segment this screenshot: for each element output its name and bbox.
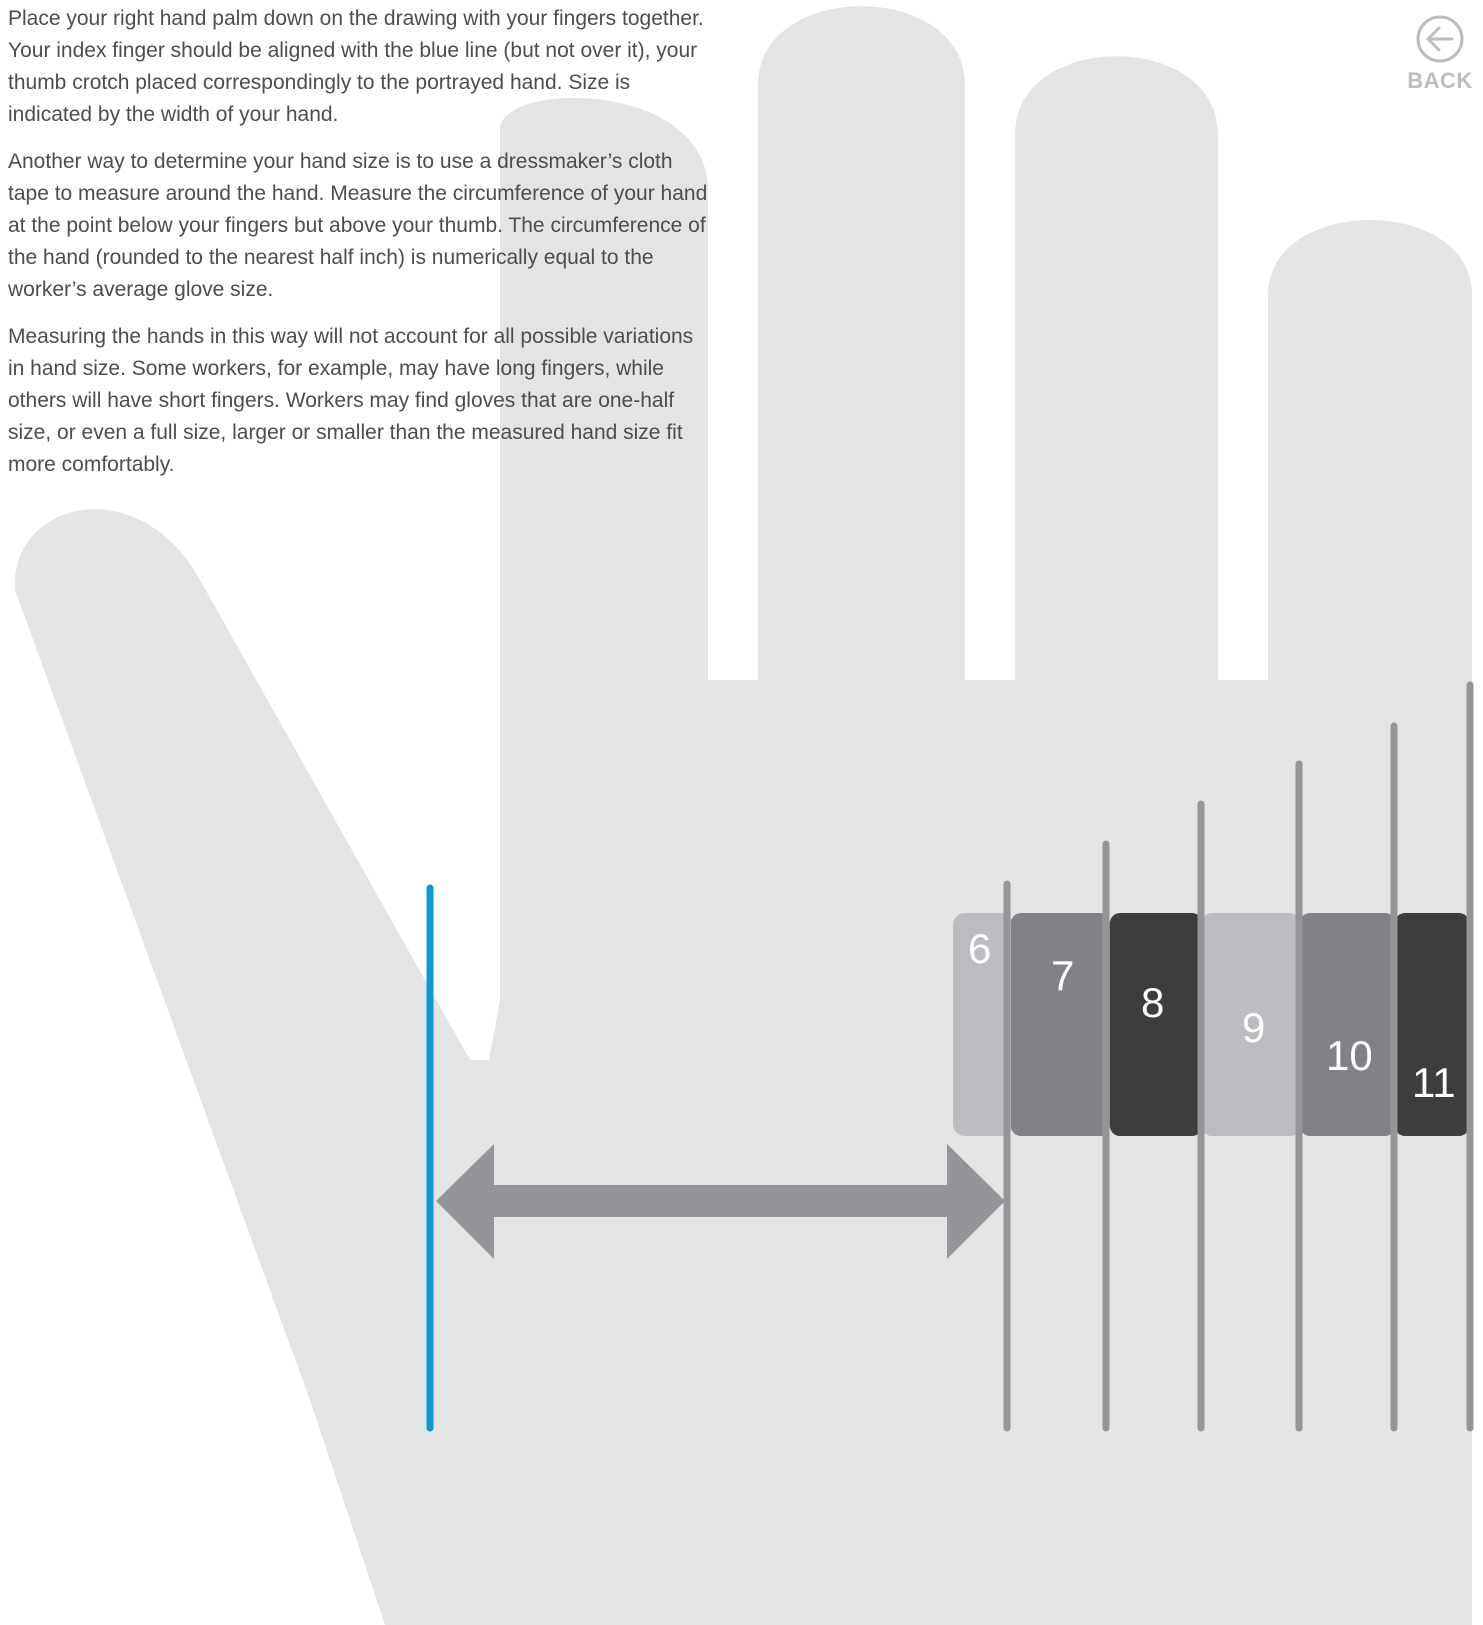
size-label-7: 7 bbox=[1051, 952, 1074, 999]
arrow-left-circle-icon bbox=[1415, 14, 1465, 64]
size-label-11: 11 bbox=[1412, 1059, 1456, 1106]
instructions-paragraph-2: Another way to determine your hand size … bbox=[8, 146, 708, 306]
size-block-7 bbox=[1011, 913, 1110, 1136]
instructions-paragraph-3: Measuring the hands in this way will not… bbox=[8, 321, 708, 481]
size-label-6: 6 bbox=[968, 925, 991, 972]
instructions-paragraph-1: Place your right hand palm down on the d… bbox=[8, 3, 708, 131]
back-button[interactable]: BACK bbox=[1400, 14, 1480, 94]
size-label-9: 9 bbox=[1242, 1004, 1265, 1051]
instructions-text: Place your right hand palm down on the d… bbox=[8, 3, 708, 496]
middle-finger-shape bbox=[758, 6, 1015, 742]
palm-fill bbox=[500, 700, 1472, 1625]
ring-finger-shape bbox=[1015, 56, 1268, 742]
back-label: BACK bbox=[1407, 68, 1473, 94]
size-block-10 bbox=[1300, 913, 1395, 1136]
little-finger-shape bbox=[1268, 220, 1472, 720]
size-label-8: 8 bbox=[1141, 979, 1164, 1026]
size-label-10: 10 bbox=[1326, 1032, 1373, 1079]
